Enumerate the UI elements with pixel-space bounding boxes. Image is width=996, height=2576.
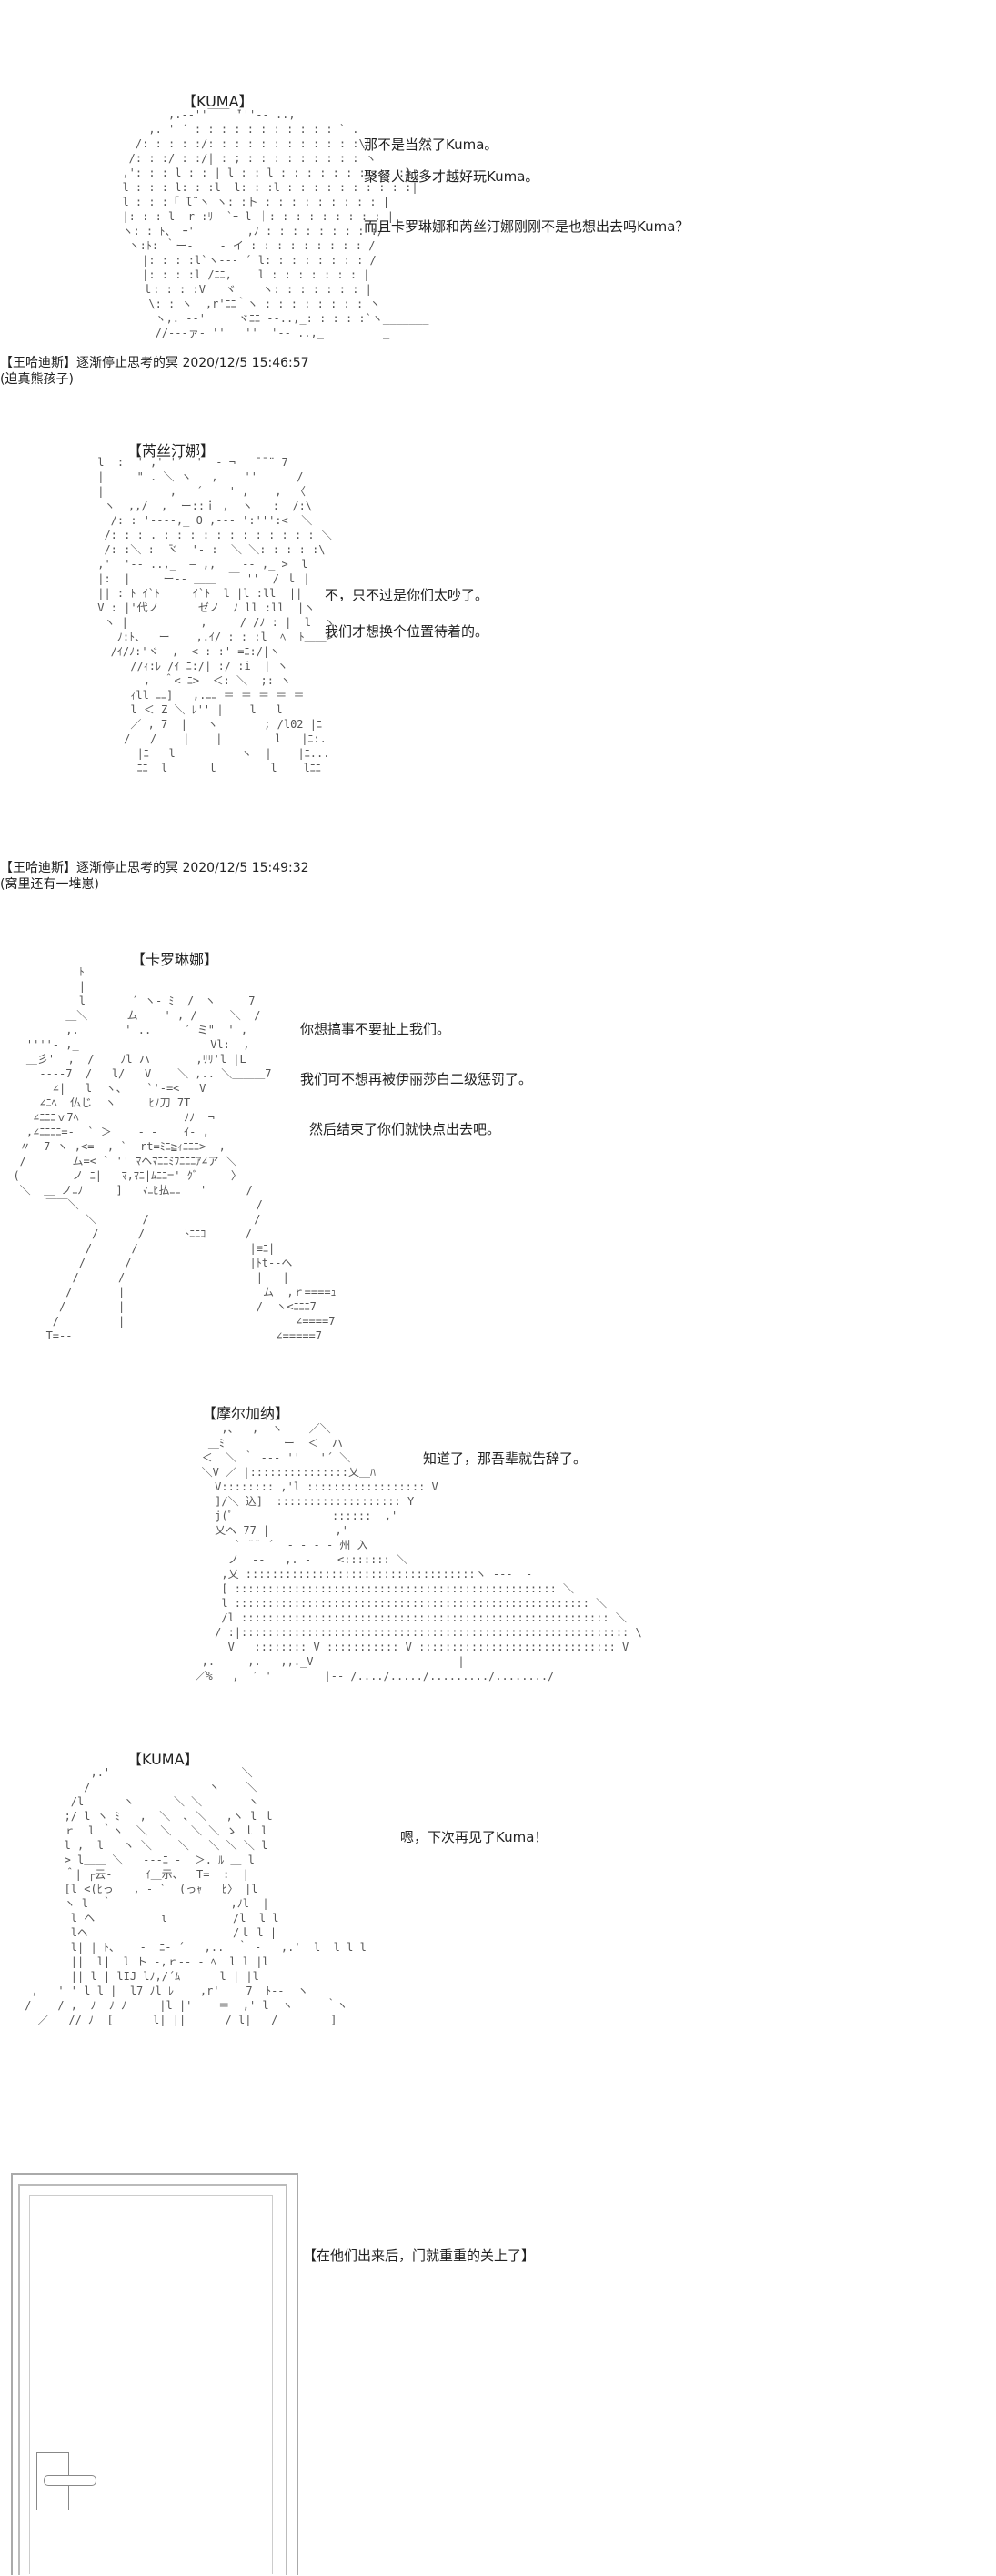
speaker-label: 【KUMA】 — [127, 1751, 199, 1768]
dialogue-line: 你想搞事不要扯上我们。 — [300, 1021, 451, 1037]
dialogue-line: 然后结束了你们就快点出去吧。 — [309, 1121, 501, 1137]
speaker-label: 【KUMA】 — [182, 93, 254, 110]
speaker-label: 【卡罗琳娜】 — [131, 951, 219, 968]
narration-caption: 【在他们出来后，门就重重的关上了】 — [303, 2248, 536, 2264]
dialogue-line: 而且卡罗琳娜和芮丝汀娜刚刚不是也想出去吗Kuma？ — [364, 218, 689, 235]
dialogue-line: 嗯，下次再见了Kuma！ — [400, 1829, 548, 1845]
dialogue-line: 那不是当然了Kuma。 — [364, 136, 498, 153]
speaker-label: 【摩尔加纳】 — [202, 1405, 290, 1422]
kuma-ascii-art: ,.-‐''￣￣ ̄'''‐- .., ,. ' ´ : : : : : : :… — [122, 108, 429, 339]
dialogue-line: 我们才想换个位置待着的。 — [325, 623, 489, 640]
door-frame — [11, 2173, 298, 2575]
door-panel — [18, 2184, 287, 2575]
post-meta: 【王哈迪斯】逐渐停止思考的冥 2020/12/5 15:46:57 — [0, 356, 309, 370]
post-meta: 【王哈迪斯】逐渐停止思考的冥 2020/12/5 15:49:32 — [0, 861, 309, 875]
kuma-ascii-art: ,.' ＼ / ヽ ＼ /l ヽ ＼ ＼ ヽ ;/ l ヽ ﾐ , ＼ ､ ＼ … — [25, 1766, 367, 2026]
morgana-ascii-art: ,、 , ヽ ／＼ ＿ﾐ ー ＜ ハ ＜ ＼ ｀ ‐‐‐ '' '´ ＼ ＼V … — [195, 1422, 642, 1682]
dialogue-line: 我们可不想再被伊丽莎白二级惩罚了。 — [300, 1071, 533, 1087]
door-inner-panel — [29, 2195, 273, 2574]
post-note: (迫真熊孩子) — [0, 372, 74, 387]
rustina-ascii-art: l : ' ,' '´ ' ‐ ¬ ̄ ̄ ¨ 7 | " . ＼ ヽ , ''… — [97, 456, 336, 774]
dialogue-line: 知道了，那吾辈就告辞了。 — [423, 1450, 588, 1467]
carolina-ascii-art: ﾄ | l ´ ヽ- ﾐ /￣ヽ 7 ＿＼ ム ' , / ＼ / ,. ' .… — [13, 965, 337, 1342]
speaker-label: 【芮丝汀娜】 — [127, 442, 216, 460]
door-handle — [44, 2475, 96, 2486]
dialogue-line: 聚餐人越多才越好玩Kuma。 — [364, 168, 539, 185]
post-note: (窝里还有一堆崽) — [0, 877, 99, 892]
dialogue-line: 不，只不过是你们太吵了。 — [325, 587, 489, 603]
